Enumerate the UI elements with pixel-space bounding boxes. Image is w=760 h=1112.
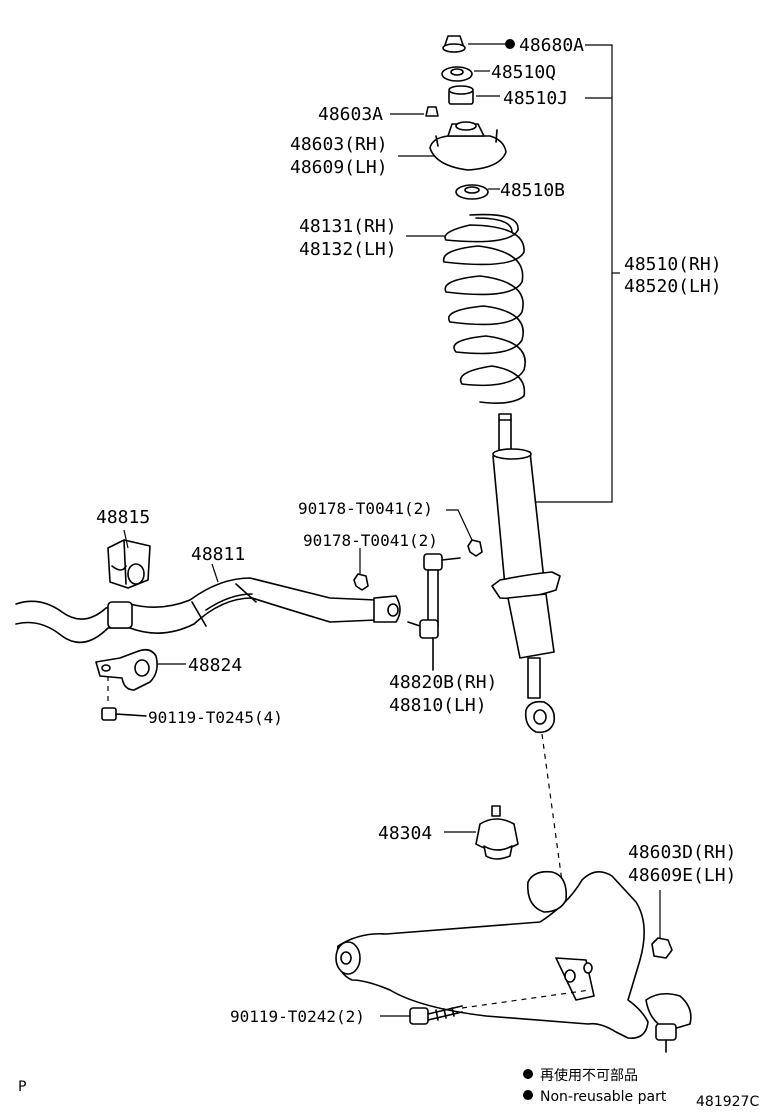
part-48820b-stabilizer-link <box>407 553 461 671</box>
legend-marker-en <box>523 1090 533 1100</box>
part-48510-shock-absorber <box>491 413 561 734</box>
callout-48815: 48815 <box>96 507 150 528</box>
callout-48824: 48824 <box>188 655 242 676</box>
callout-90119-t0242: 90119-T0242(2) <box>230 1007 365 1026</box>
part-ball-joint <box>645 992 692 1053</box>
part-48131-coil-spring <box>442 213 526 404</box>
leader-48815 <box>123 529 129 549</box>
part-48824-bracket <box>95 648 158 691</box>
callout-48603d-rh: 48603D(RH) <box>628 842 736 863</box>
callout-90178-t0041-b: 90178-T0041(2) <box>303 531 438 550</box>
part-90119-t0242-bolt <box>409 1005 463 1025</box>
callout-48810-lh: 48810(LH) <box>389 695 487 716</box>
part-90178-t0041-nut-lower <box>353 573 369 591</box>
callout-48609-lh: 48609(LH) <box>290 157 388 178</box>
legend-marker-jp <box>523 1069 533 1079</box>
dash-bolt-to-arm <box>461 989 591 1009</box>
part-48510j-bushing <box>448 85 474 105</box>
callout-48820b-rh: 48820B(RH) <box>389 672 497 693</box>
part-48815-bushing <box>107 539 151 589</box>
part-90119-t0245-bolt <box>101 676 147 721</box>
part-90178-t0041-nut-upper <box>467 539 483 557</box>
part-48680a-nut <box>442 35 466 53</box>
callout-48510q: 48510Q <box>491 62 556 83</box>
leader-90178a <box>446 509 473 541</box>
callout-48680a: 48680A <box>519 35 584 56</box>
corner-figure-number: 481927C <box>696 1094 759 1110</box>
callout-90178-t0041-a: 90178-T0041(2) <box>298 499 433 518</box>
callout-48304: 48304 <box>378 823 432 844</box>
callout-48811: 48811 <box>191 544 245 565</box>
callout-48510-rh: 48510(RH) <box>624 254 722 275</box>
callout-48132-lh: 48132(LH) <box>299 239 397 260</box>
part-lower-control-arm <box>335 870 649 1039</box>
part-48603-strut-mount <box>429 121 507 171</box>
callout-90119-t0245: 90119-T0245(4) <box>148 708 283 727</box>
non-reusable-marker <box>505 39 515 49</box>
part-48510b-insulator <box>455 184 489 200</box>
callout-48510j: 48510J <box>503 88 568 109</box>
part-48603d-nut <box>651 937 673 959</box>
legend-jp: 再使用不可部品 <box>540 1067 638 1084</box>
bracket-48510 <box>536 44 613 503</box>
part-48304-bump-stopper <box>475 805 519 860</box>
callout-48131-rh: 48131(RH) <box>299 216 397 237</box>
callout-48609e-lh: 48609E(LH) <box>628 865 736 886</box>
callout-48603a: 48603A <box>318 104 383 125</box>
part-48510q-washer <box>441 66 473 82</box>
leader-48811 <box>211 563 219 583</box>
legend: 再使用不可部品 Non-reusable part <box>523 1067 667 1105</box>
callout-48510b: 48510B <box>500 180 565 201</box>
part-48811-stabilizer-bar <box>15 577 401 644</box>
callout-48520-lh: 48520(LH) <box>624 276 722 297</box>
legend-en: Non-reusable part <box>540 1089 667 1105</box>
callout-48603-rh: 48603(RH) <box>290 134 388 155</box>
corner-left-label: P <box>18 1079 26 1095</box>
part-48603a-nut <box>425 106 439 117</box>
